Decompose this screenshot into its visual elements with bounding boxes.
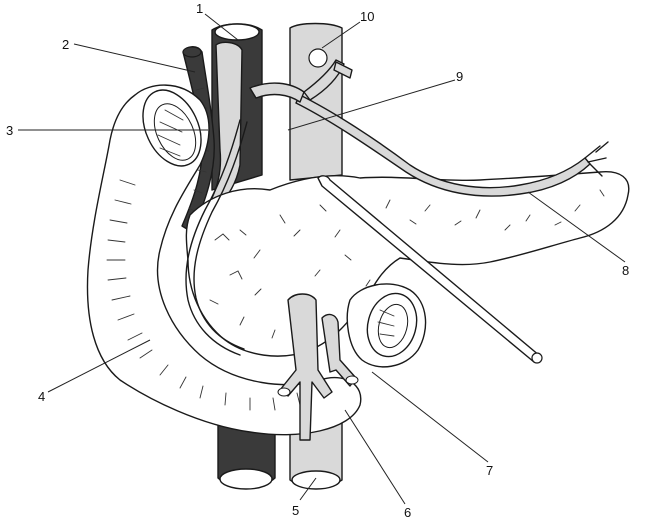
gastroduodenal-artery (185, 119, 241, 356)
superior-mesenteric-artery (321, 313, 357, 387)
label-5: 5 (292, 503, 300, 518)
leader-10 (321, 21, 361, 49)
celiac-trunk (249, 82, 305, 103)
label-4: 4 (38, 389, 46, 404)
leader-6 (344, 409, 406, 505)
gastroduodenal-artery-inner (193, 121, 248, 350)
vena-cava-lumen-bottom (219, 468, 273, 490)
superior-mesenteric-vein (279, 293, 333, 441)
leader-1 (204, 13, 239, 41)
bile-duct-lumen (182, 46, 202, 58)
label-3: 3 (6, 123, 14, 138)
splenic-branches (584, 141, 609, 177)
leader-7 (371, 371, 489, 463)
leader-2 (73, 43, 196, 73)
aorta-upper (289, 22, 343, 181)
leader-5 (299, 477, 317, 501)
label-1: 1 (196, 1, 204, 16)
label-8: 8 (622, 263, 630, 278)
leader-8 (527, 191, 626, 263)
label-7: 7 (486, 463, 494, 478)
duodenum (86, 84, 362, 436)
label-10: 10 (360, 9, 375, 24)
leader-9 (287, 79, 456, 131)
leader-4 (47, 339, 151, 393)
aorta-lumen-bottom (291, 470, 341, 490)
label-2: 2 (62, 37, 70, 52)
portal-vein (211, 41, 243, 206)
label-9: 9 (456, 69, 464, 84)
label-6: 6 (404, 505, 412, 520)
vena-cava-lumen-top (214, 23, 260, 41)
